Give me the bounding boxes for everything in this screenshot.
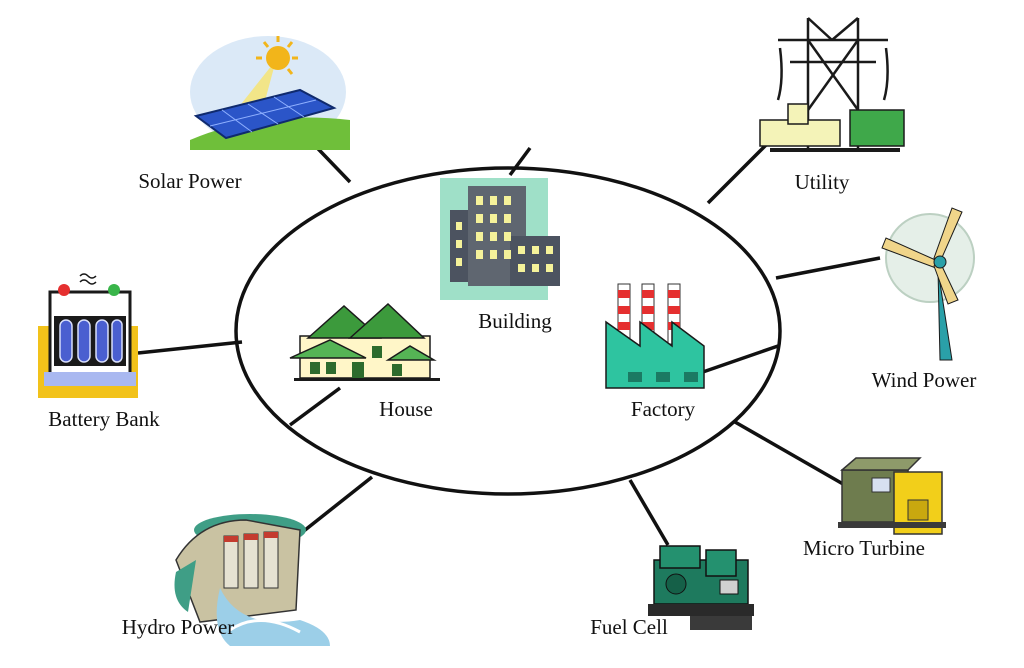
fuel-cell-icon (648, 545, 754, 630)
label-wind-power: Wind Power (872, 368, 977, 392)
building-icon (440, 178, 560, 300)
label-fuel-cell: Fuel Cell (590, 615, 668, 639)
link-utility (706, 141, 770, 205)
microgrid-ellipse (234, 166, 782, 496)
label-factory: Factory (631, 397, 696, 421)
hydro-dam-icon (174, 514, 330, 646)
link-factory (699, 344, 779, 375)
connectors (137, 128, 881, 546)
label-hydro-power: Hydro Power (122, 615, 235, 639)
solar-panel-icon (190, 36, 350, 150)
label-micro-turbine: Micro Turbine (803, 536, 925, 560)
label-battery-bank: Battery Bank (48, 407, 160, 431)
link-battery (137, 340, 243, 355)
link-micro-turbine (734, 420, 851, 490)
link-hydro (298, 475, 374, 536)
house-icon (289, 302, 440, 381)
link-house (288, 386, 342, 427)
wind-turbine-icon (881, 207, 975, 361)
micro-turbine-icon (838, 457, 946, 535)
label-solar-power: Solar Power (138, 169, 241, 193)
label-house: House (379, 397, 433, 421)
label-building: Building (478, 309, 552, 333)
link-building-top (508, 146, 532, 177)
link-wind (775, 256, 881, 280)
link-fuel-cell (628, 479, 670, 546)
label-utility: Utility (795, 170, 850, 194)
battery-bank-icon (38, 273, 138, 398)
utility-buildings-icon (759, 103, 905, 152)
factory-icon (605, 283, 705, 389)
